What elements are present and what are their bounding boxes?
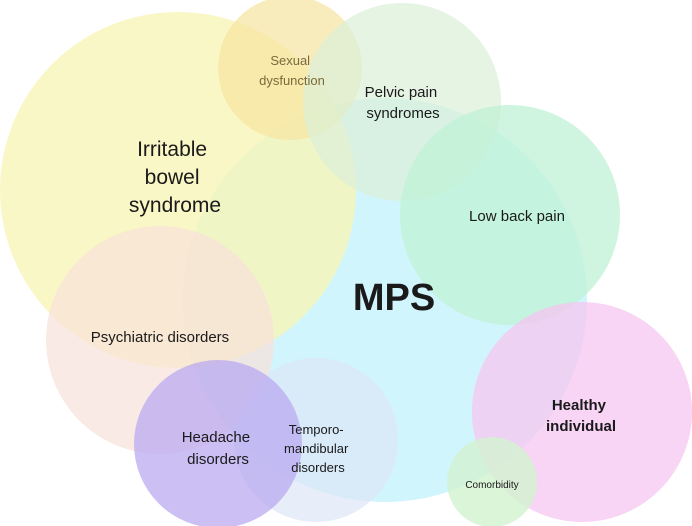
comorbidity-label: Comorbidity bbox=[465, 480, 518, 491]
pelvic-pain-label: Pelvic pain syndromes bbox=[365, 84, 442, 122]
healthy-individual-label: Healthy individual bbox=[546, 397, 616, 435]
tmd-label: Temporo- mandibular disorders bbox=[284, 422, 352, 475]
headache-disorders-circle bbox=[134, 360, 302, 526]
ibs-label: Irritable bowel syndrome bbox=[129, 138, 221, 217]
comorbidity-circle bbox=[447, 437, 537, 526]
low-back-pain-label: Low back pain bbox=[469, 208, 565, 225]
psychiatric-disorders-label: Psychiatric disorders bbox=[91, 329, 229, 346]
headache-disorders-label: Headache disorders bbox=[182, 429, 255, 468]
sexual-dysfunction-label: Sexual dysfunction bbox=[259, 53, 325, 88]
mps-label: MPS bbox=[353, 277, 435, 319]
low-back-pain-circle bbox=[400, 105, 620, 325]
